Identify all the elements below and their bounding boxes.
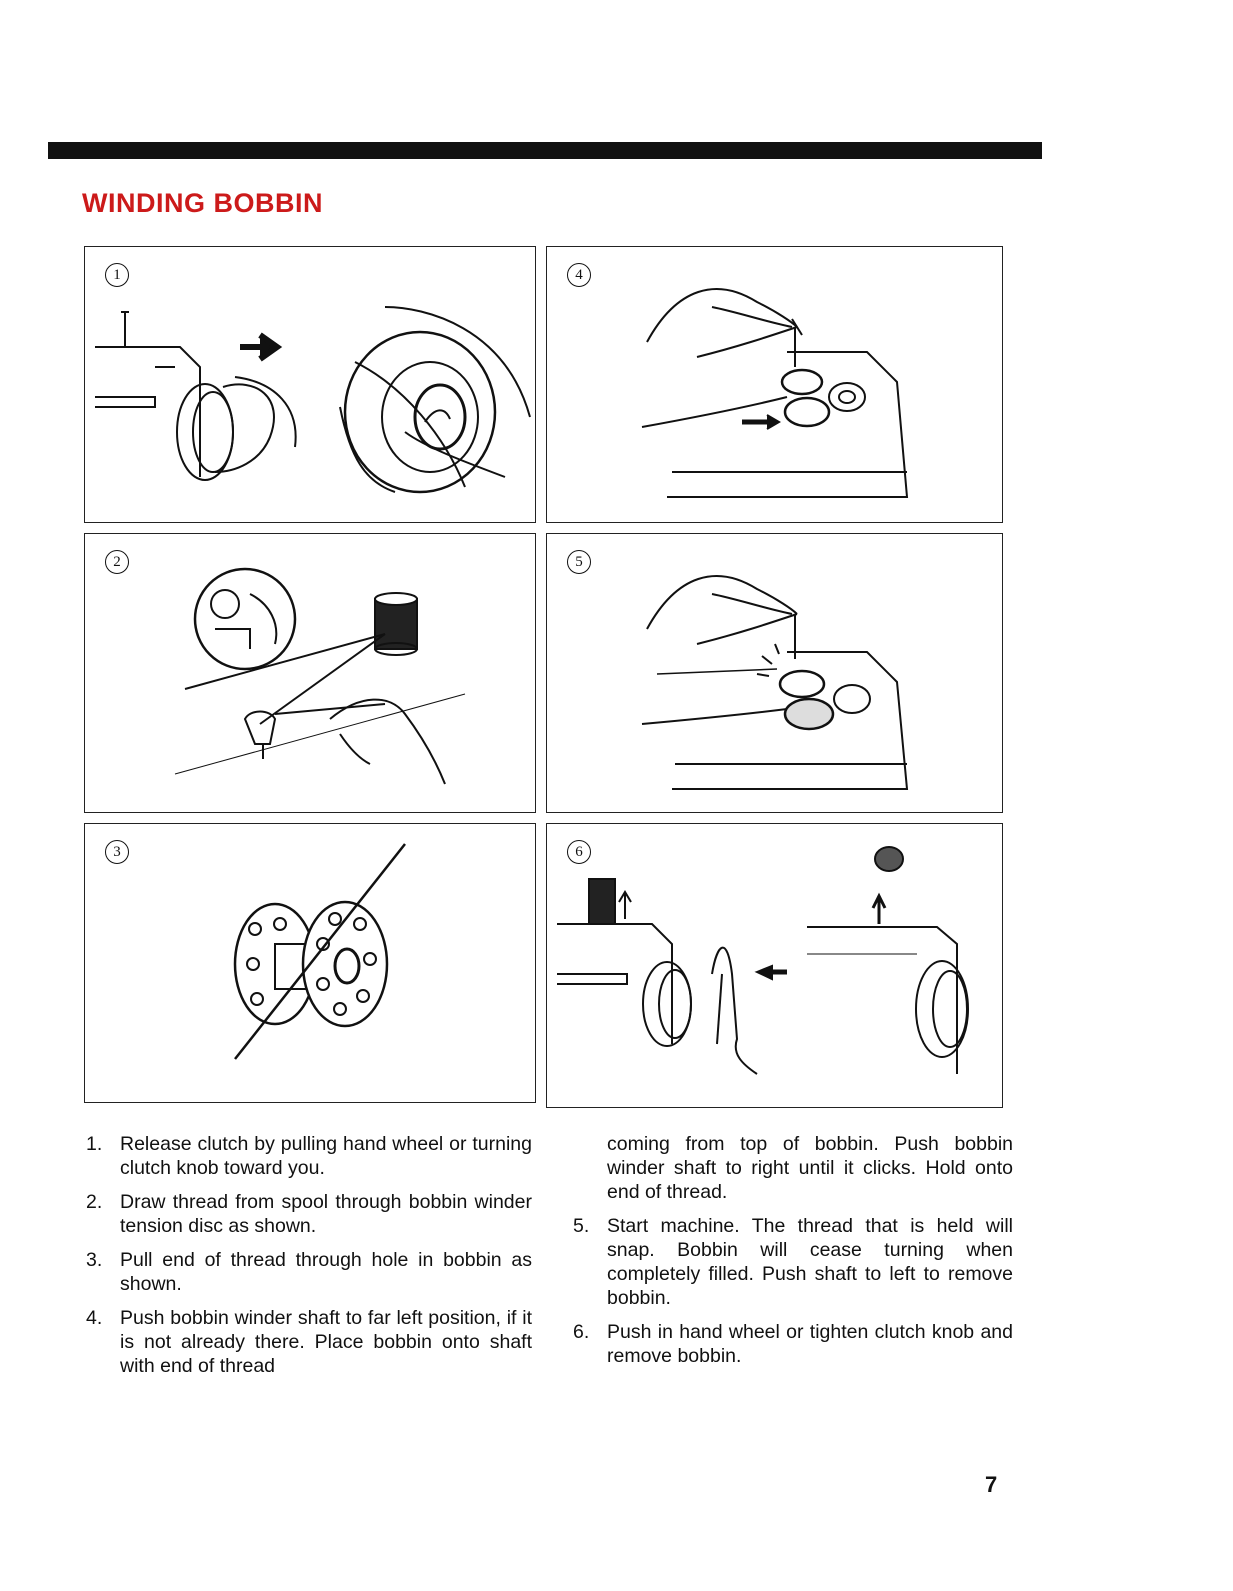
hand-icon: [716, 973, 723, 1045]
instruction-step: 5. Start machine. The thread that is hel…: [573, 1214, 1013, 1310]
step-number-badge: 4: [567, 263, 591, 287]
spool-icon: [588, 878, 616, 925]
step-number-badge: 5: [567, 550, 591, 574]
start-machine-illustration: [641, 575, 909, 790]
step-number-badge: 6: [567, 840, 591, 864]
top-rule: [48, 142, 1042, 159]
step-text: Pull end of thread through hole in bobbi…: [120, 1249, 532, 1295]
bobbin-icon: [778, 669, 826, 699]
illustration-panel-6: 6: [546, 823, 1003, 1108]
instructions-left-column: 1. Release clutch by pulling hand wheel …: [86, 1132, 532, 1388]
thread-tension-disc-illustration: [174, 567, 466, 785]
step-text: Start machine. The thread that is held w…: [607, 1215, 1013, 1309]
step-number: 5.: [573, 1215, 590, 1237]
bobbin-icon: [780, 368, 824, 396]
step-text: Release clutch by pulling hand wheel or …: [120, 1133, 532, 1179]
illustration-panel-1: 1: [84, 246, 536, 523]
illustration-panel-2: 2: [84, 533, 536, 813]
instruction-step: 6. Push in hand wheel or tighten clutch …: [573, 1320, 1013, 1368]
step-number: 4.: [86, 1307, 103, 1329]
release-clutch-illustration: [95, 306, 531, 494]
step-number: 1.: [86, 1133, 103, 1155]
illustration-panel-4: 4: [546, 246, 1003, 523]
step-number: 3.: [86, 1249, 103, 1271]
step-number-badge: 1: [105, 263, 129, 287]
illustration-panel-5: 5: [546, 533, 1003, 813]
step-text: Draw thread from spool through bobbin wi…: [120, 1191, 532, 1237]
instruction-step: 1. Release clutch by pulling hand wheel …: [86, 1132, 532, 1180]
spool-icon: [374, 598, 418, 650]
place-bobbin-illustration: [641, 288, 909, 498]
step-number: 6.: [573, 1321, 590, 1343]
illustration-panel-3: 3: [84, 823, 536, 1103]
bobbin-icon: [874, 846, 904, 872]
step-number-badge: 3: [105, 840, 129, 864]
step-number-badge: 2: [105, 550, 129, 574]
step-continuation: coming from top of bobbin. Push bobbin w…: [607, 1133, 1013, 1203]
page-number: 7: [985, 1472, 998, 1497]
step-number: 2.: [86, 1191, 103, 1213]
thread-through-bobbin-illustration: [233, 843, 406, 1060]
step-text: Push bobbin winder shaft to far left pos…: [120, 1307, 532, 1377]
step-text: Push in hand wheel or tighten clutch kno…: [607, 1321, 1013, 1367]
instruction-step: 4. Push bobbin winder shaft to far left …: [86, 1306, 532, 1378]
instructions-right-column: coming from top of bobbin. Push bobbin w…: [573, 1132, 1013, 1378]
page-title: WINDING BOBBIN: [82, 188, 323, 218]
instruction-step: 3. Pull end of thread through hole in bo…: [86, 1248, 532, 1296]
remove-bobbin-illustration: [557, 846, 969, 1075]
instruction-step: 2. Draw thread from spool through bobbin…: [86, 1190, 532, 1238]
